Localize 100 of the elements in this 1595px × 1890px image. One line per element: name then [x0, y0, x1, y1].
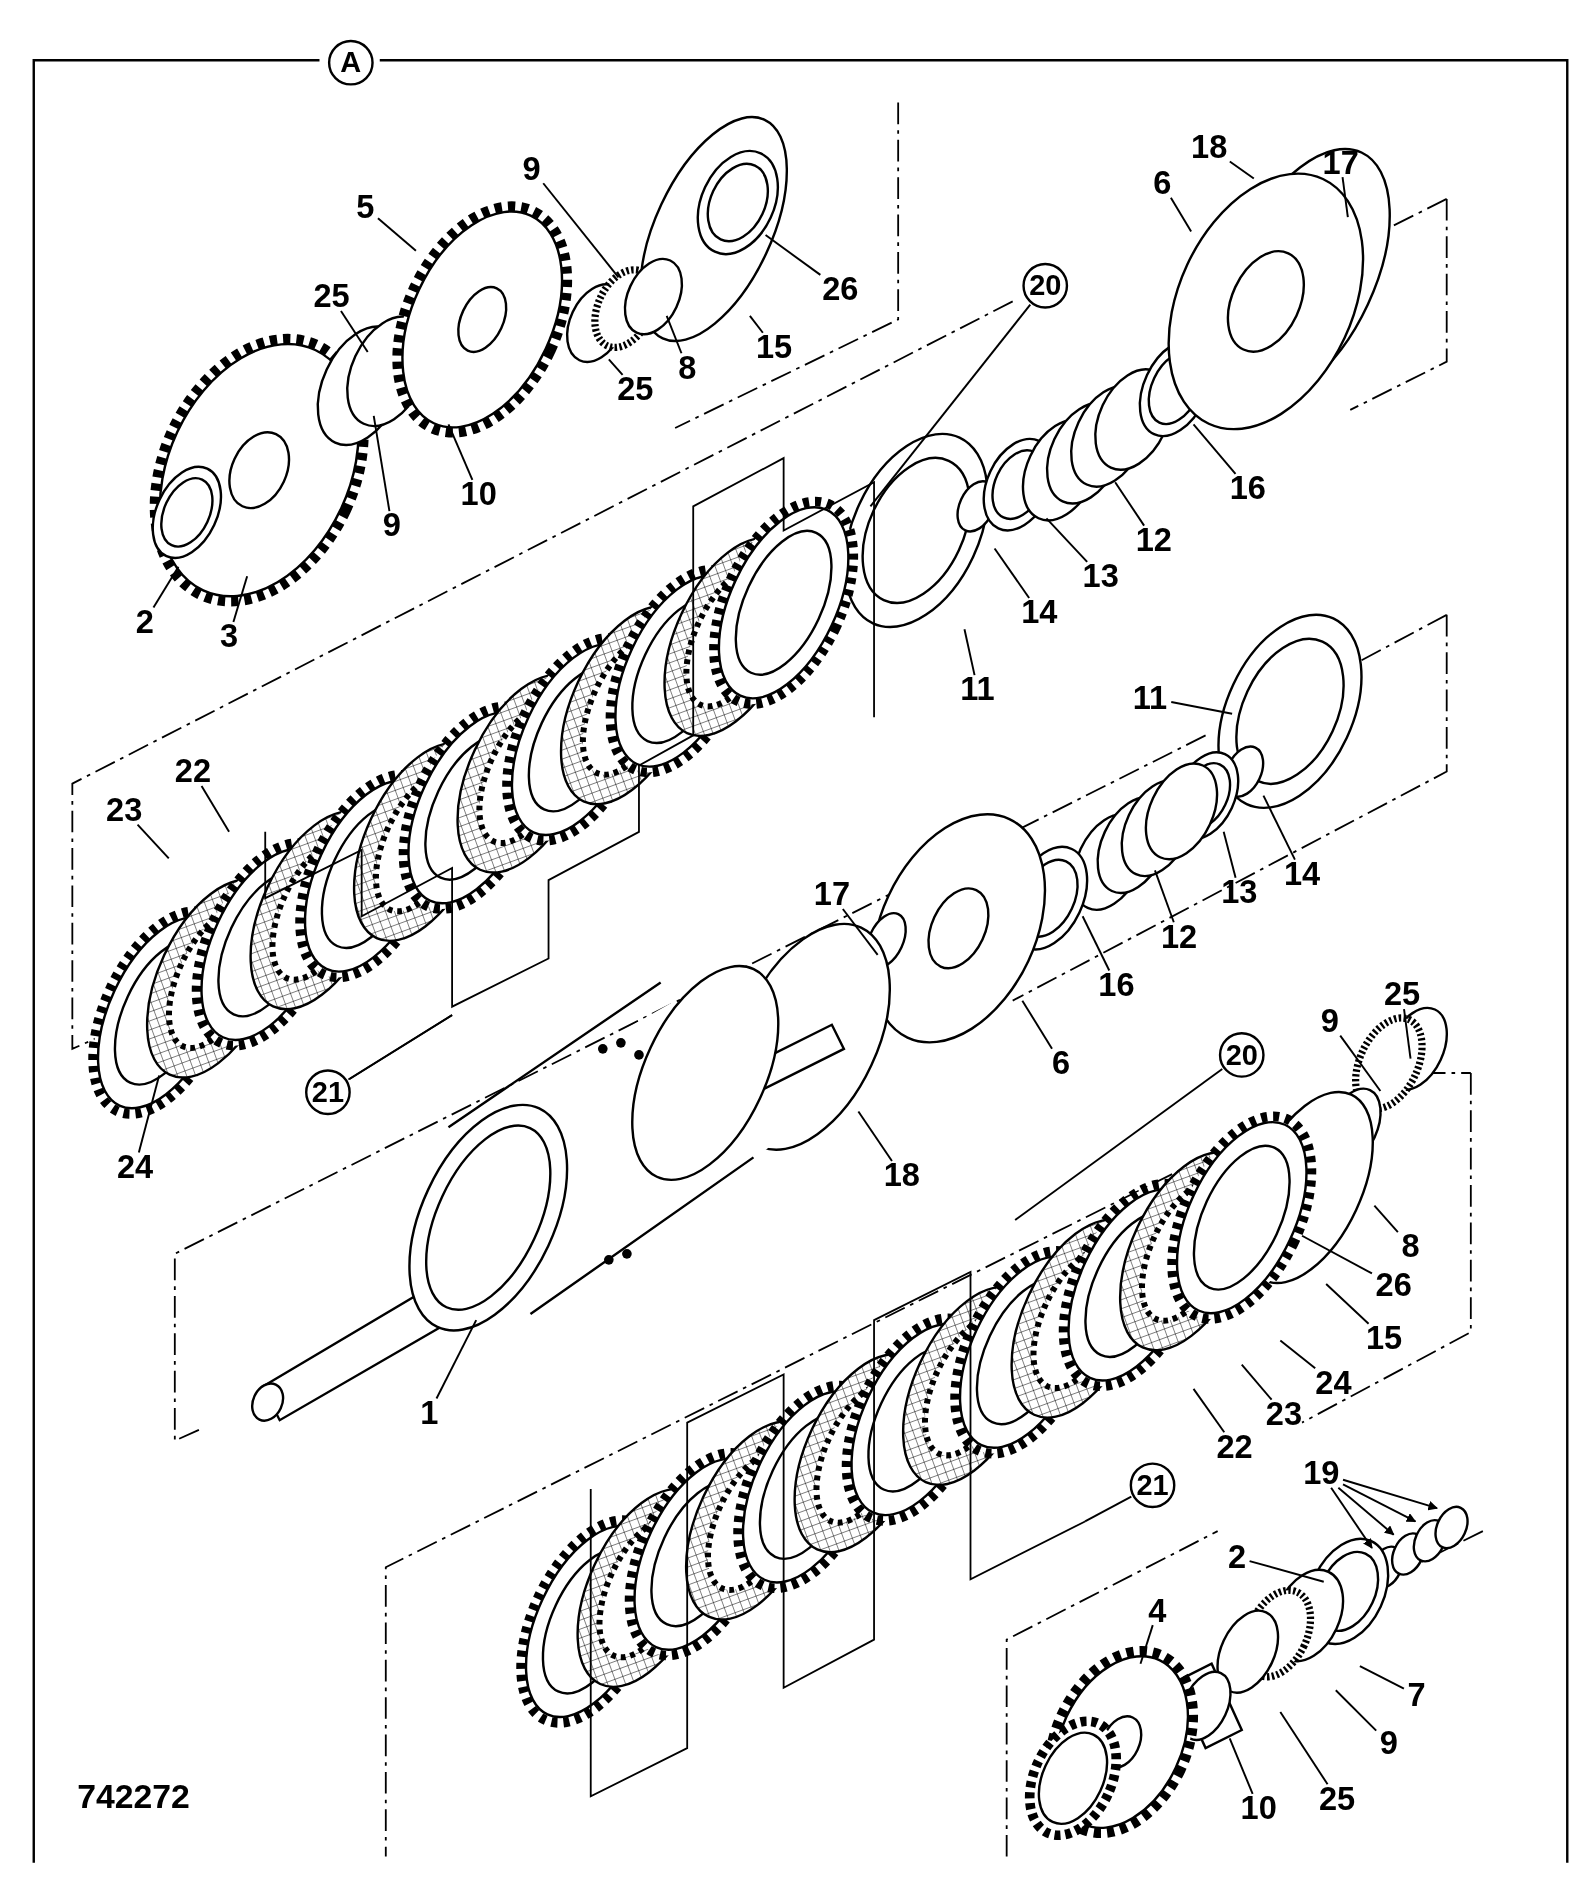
leader-line [1342, 1478, 1439, 1511]
callout-number: 6 [1151, 166, 1173, 201]
callout-number: 19 [1302, 1456, 1341, 1491]
callout-number: 1 [418, 1396, 440, 1430]
leader-line [1170, 701, 1234, 715]
callout-number: 25 [1317, 1781, 1357, 1816]
callout-number: 3 [218, 619, 240, 654]
leader-line [1081, 915, 1111, 972]
leader-line [665, 314, 683, 355]
callout-number: 25 [1382, 977, 1422, 1012]
callout-number: 9 [1319, 1004, 1341, 1038]
callout-number: 2 [1226, 1540, 1248, 1575]
leader-line [1325, 1283, 1370, 1325]
callout-number: 16 [1097, 968, 1136, 1002]
leader-line [1045, 517, 1089, 563]
leader-line [1330, 1486, 1373, 1549]
leader-line [1358, 1665, 1405, 1690]
callout-number: 8 [1400, 1229, 1421, 1264]
leader-line [1192, 423, 1237, 475]
callout-number: 11 [959, 672, 996, 707]
leader-line [1334, 1689, 1378, 1732]
leader-line [993, 547, 1031, 599]
callout-number: 9 [1378, 1726, 1400, 1761]
callout-number: 8 [676, 350, 698, 385]
leader-line [869, 303, 1032, 508]
callout-number: 10 [459, 477, 498, 512]
figure-number: 742272 [77, 1778, 190, 1817]
leader-line [542, 182, 620, 279]
callout-number: 13 [1220, 875, 1259, 909]
leader-line [1240, 1363, 1273, 1401]
callout-number: 7 [1406, 1678, 1427, 1712]
callout-number: 17 [1321, 145, 1360, 180]
leader-line [152, 565, 180, 609]
leader-line [136, 823, 170, 860]
callout-number: 4 [1147, 1593, 1168, 1628]
leader-line [1084, 1495, 1133, 1523]
leader-line [347, 1014, 454, 1081]
leader-line [1228, 160, 1255, 180]
leader-line [435, 1319, 478, 1400]
callout-number: 22 [173, 754, 213, 789]
callout-number: 18 [1189, 130, 1229, 164]
callout-number: 24 [115, 1150, 155, 1184]
circled-callout-number: 20 [1218, 1032, 1265, 1078]
leader-line [1279, 1339, 1317, 1370]
circled-callout-number: 20 [1022, 262, 1069, 309]
leader-line [841, 908, 879, 956]
callout-number: 2 [134, 605, 155, 639]
leader-line [232, 575, 249, 624]
leader-line [447, 423, 474, 481]
leader-line [1169, 196, 1193, 233]
leader-line [1021, 999, 1053, 1050]
callout-number: 14 [1282, 857, 1322, 891]
leader-line [857, 1110, 893, 1162]
callout-number: 16 [1228, 471, 1268, 506]
leader-line [1339, 1034, 1382, 1093]
leader-line [1139, 1624, 1154, 1665]
callout-number: 14 [1019, 595, 1059, 630]
leader-line [1192, 1387, 1226, 1434]
callout-number: 6 [1050, 1046, 1072, 1081]
leader-line [1228, 1737, 1254, 1795]
callout-number: 5 [355, 190, 376, 225]
callout-number: 11 [1131, 681, 1169, 715]
circled-callout-number: 21 [305, 1069, 351, 1116]
callout-number: 18 [882, 1158, 922, 1193]
leader-line [963, 628, 976, 677]
leader-line [1279, 1710, 1329, 1786]
callout-number: 13 [1081, 559, 1121, 594]
leader-line [1114, 481, 1146, 527]
callout-number: 23 [104, 793, 144, 828]
circled-callout-number: 21 [1129, 1462, 1176, 1509]
callout-number: 26 [821, 272, 860, 307]
circled-callout-number: A [327, 39, 374, 86]
leader-line [1341, 176, 1349, 218]
callout-number: 9 [521, 151, 542, 186]
leader-line [137, 1074, 161, 1154]
leader-line [377, 217, 417, 252]
callout-number: 15 [1364, 1321, 1404, 1356]
callout-number: 12 [1159, 919, 1199, 954]
leader-line [1262, 794, 1296, 861]
callout-number: 15 [754, 330, 794, 365]
leader-line [1014, 1068, 1224, 1222]
callout-number: 9 [381, 508, 403, 543]
leader-line [1154, 869, 1175, 924]
callout-number: 10 [1239, 1791, 1278, 1826]
callout-number: 25 [616, 372, 655, 407]
leader-line [607, 358, 624, 376]
callout-number: 26 [1374, 1268, 1413, 1303]
leader-line [1373, 1204, 1399, 1234]
leader-line [748, 314, 764, 334]
leader-line [1301, 1234, 1373, 1275]
callout-number: 17 [812, 877, 852, 912]
callout-number: 24 [1314, 1365, 1353, 1400]
leader-line [372, 414, 391, 513]
leader-line [1337, 1486, 1395, 1536]
callout-number: 22 [1215, 1429, 1254, 1464]
leader-line [340, 310, 369, 353]
leader-line [1222, 830, 1237, 879]
leader-line [764, 234, 822, 276]
leader-line [1342, 1483, 1417, 1523]
callout-number: 23 [1264, 1397, 1304, 1432]
